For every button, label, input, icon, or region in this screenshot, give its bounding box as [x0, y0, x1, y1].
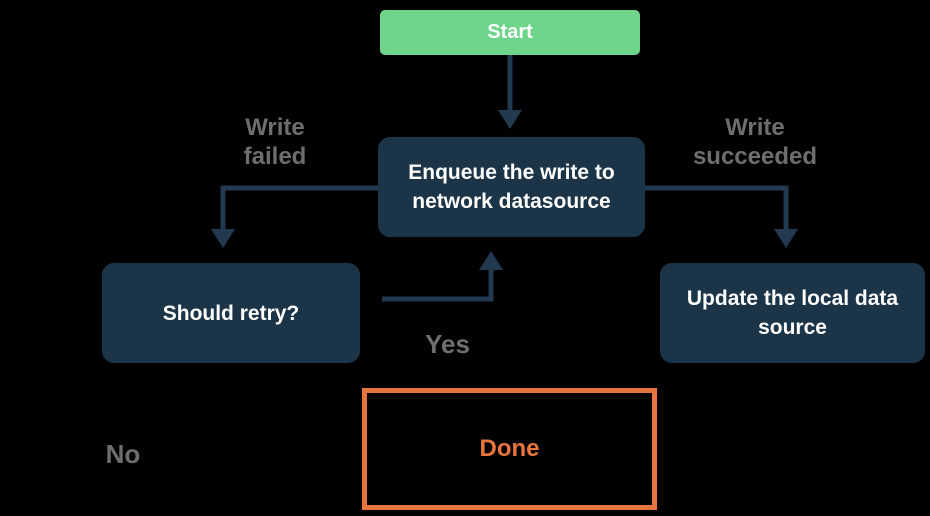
edge-label-write-failed: Write failed	[243, 114, 307, 170]
node-enqueue-write-label: Enqueue the write to network datasource	[408, 161, 615, 213]
node-update-local-source: Update the local data source	[660, 263, 925, 363]
node-enqueue-write: Enqueue the write to network datasource	[378, 137, 645, 237]
edge-label-yes: Yes	[425, 329, 470, 359]
arrow-enqueue-to-should-retry	[211, 185, 378, 248]
node-start: Start	[380, 10, 640, 55]
edge-label-no: No	[105, 439, 141, 469]
arrow-should-retry-to-enqueue	[382, 251, 503, 302]
edge-label-write-succeeded: Write succeeded	[692, 114, 818, 170]
arrow-start-to-enqueue	[498, 55, 522, 129]
node-should-retry-label: Should retry?	[162, 301, 300, 325]
node-should-retry: Should retry?	[102, 263, 360, 363]
node-update-local-source-label: Update the local data source	[686, 287, 899, 339]
node-done: Done	[362, 388, 657, 510]
node-start-label: Start	[487, 21, 533, 43]
node-done-label: Done	[479, 435, 540, 462]
arrow-enqueue-to-update	[645, 185, 798, 248]
